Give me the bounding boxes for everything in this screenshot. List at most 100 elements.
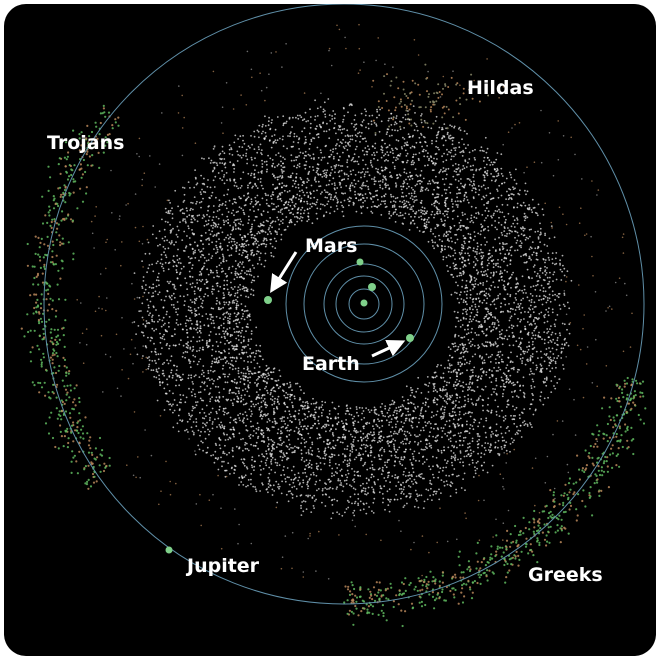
asteroid-dot — [187, 319, 190, 322]
asteroid-dot — [489, 192, 492, 195]
asteroid-dot — [275, 240, 278, 243]
asteroid-dot — [444, 139, 447, 142]
asteroid-dot — [371, 510, 373, 512]
asteroid-dot — [396, 498, 399, 501]
asteroid-dot — [420, 448, 423, 451]
asteroid-dot — [161, 265, 163, 268]
asteroid-dot — [528, 255, 531, 258]
asteroid-dot — [186, 319, 188, 322]
asteroid-dot — [162, 316, 165, 319]
asteroid-dot — [447, 245, 450, 248]
asteroid-dot — [400, 428, 403, 430]
asteroid-dot — [191, 282, 194, 285]
asteroid-dot — [289, 419, 291, 422]
asteroid-dot — [524, 363, 527, 366]
asteroid-dot — [208, 239, 211, 241]
asteroid-dot — [403, 438, 406, 440]
asteroid-dot — [239, 381, 242, 383]
asteroid-dot — [468, 463, 471, 466]
asteroid-dot — [547, 252, 549, 255]
asteroid-dot — [203, 295, 206, 298]
asteroid-dot — [516, 355, 518, 358]
asteroid-dot — [148, 252, 151, 255]
asteroid-dot — [351, 468, 353, 470]
asteroid-dot — [420, 211, 423, 214]
asteroid-dot — [323, 450, 326, 453]
asteroid-dot — [221, 158, 223, 160]
asteroid-dot — [237, 397, 240, 400]
asteroid-dot — [477, 452, 479, 455]
asteroid-dot — [446, 264, 448, 267]
asteroid-dot — [232, 198, 235, 201]
asteroid-dot — [490, 284, 493, 287]
asteroid-dot — [406, 159, 409, 162]
asteroid-dot — [548, 307, 550, 310]
asteroid-dot — [509, 374, 512, 377]
asteroid-dot — [370, 123, 373, 126]
asteroid-dot — [333, 447, 336, 450]
asteroid-dot — [538, 331, 540, 334]
asteroid-dot — [203, 324, 206, 327]
asteroid-dot — [460, 487, 463, 489]
asteroid-dot — [560, 350, 563, 353]
asteroid-dot — [413, 192, 416, 195]
asteroid-dot — [170, 355, 173, 358]
asteroid-dot — [336, 199, 339, 201]
asteroid-dot — [342, 453, 344, 455]
asteroid-dot — [355, 145, 358, 148]
asteroid-dot — [459, 129, 462, 132]
asteroid-dot — [341, 142, 343, 145]
asteroid-dot — [459, 253, 462, 256]
asteroid-dot — [449, 225, 452, 228]
asteroid-dot — [452, 262, 455, 265]
asteroid-dot — [400, 492, 403, 495]
asteroid-dot — [263, 398, 266, 400]
asteroid-dot — [354, 140, 357, 142]
asteroid-dot — [240, 357, 242, 360]
asteroid-dot — [562, 303, 565, 306]
asteroid-dot — [410, 221, 412, 224]
asteroid-dot — [391, 134, 393, 137]
asteroid-dot — [506, 264, 509, 267]
asteroid-dot — [156, 260, 159, 263]
asteroid-dot — [463, 225, 465, 228]
asteroid-dot — [309, 197, 312, 200]
asteroid-dot — [315, 133, 318, 136]
asteroid-dot — [288, 410, 291, 413]
asteroid-dot — [424, 421, 427, 423]
asteroid-dot — [161, 381, 164, 384]
asteroid-dot — [516, 381, 519, 384]
asteroid-dot — [289, 198, 291, 201]
asteroid-dot — [469, 233, 472, 236]
asteroid-dot — [250, 405, 253, 408]
asteroid-dot — [236, 160, 239, 162]
asteroid-dot — [531, 211, 534, 214]
asteroid-dot — [524, 311, 526, 313]
asteroid-dot — [223, 413, 226, 416]
asteroid-dot — [394, 121, 397, 124]
asteroid-dot — [148, 264, 151, 266]
asteroid-dot — [440, 492, 442, 494]
asteroid-dot — [460, 336, 463, 339]
asteroid-dot — [353, 415, 356, 418]
asteroid-dot — [431, 499, 433, 501]
asteroid-dot — [530, 355, 532, 357]
asteroid-dot — [250, 236, 253, 239]
asteroid-dot — [281, 170, 284, 173]
asteroid-dot — [472, 428, 475, 431]
asteroid-dot — [312, 166, 314, 168]
asteroid-dot — [352, 421, 355, 424]
asteroid-dot — [395, 159, 397, 162]
asteroid-dot — [364, 446, 367, 449]
asteroid-dot — [222, 327, 225, 329]
asteroid-dot — [443, 389, 445, 391]
asteroid-dot — [224, 166, 227, 169]
asteroid-dot — [524, 189, 526, 192]
asteroid-dot — [421, 206, 424, 209]
asteroid-dot — [214, 175, 217, 178]
asteroid-dot — [332, 157, 335, 160]
asteroid-dot — [343, 114, 346, 117]
asteroid-dot — [274, 128, 277, 131]
asteroid-dot — [310, 205, 313, 208]
asteroid-dot — [333, 454, 336, 456]
